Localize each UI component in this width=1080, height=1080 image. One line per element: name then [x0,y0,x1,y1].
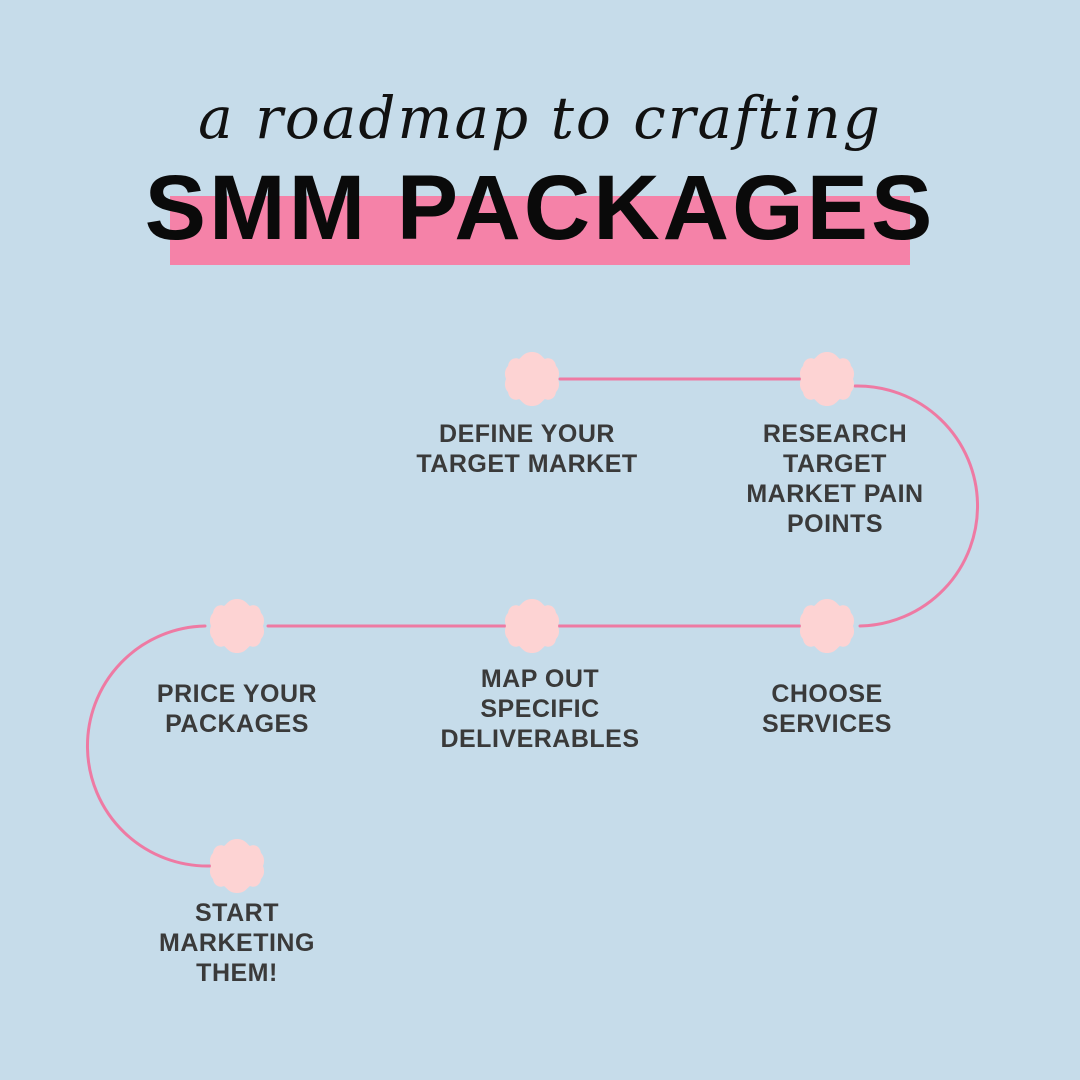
step-1-label: DEFINE YOUR TARGET MARKET [416,420,638,478]
road-curve-left [86,624,212,868]
page-subtitle: a roadmap to crafting [198,84,882,152]
title-highlight-band [170,196,910,265]
step-4-label: MAP OUT SPECIFIC DELIVERABLES [440,665,640,753]
step-3-label: CHOOSE SERVICES [762,680,892,738]
step-1-node-icon [504,352,560,406]
page-title: SMM PACKAGES [144,157,936,259]
road-curve-right [853,384,979,628]
step-3-node-icon [799,599,855,653]
step-5-node-icon [209,599,265,653]
step-4-node-icon [504,599,560,653]
step-2-node-icon [799,352,855,406]
step-6-label: START MARKETING THEM! [159,899,315,987]
step-6-node-icon [209,839,265,893]
step-5-label: PRICE YOUR PACKAGES [156,680,318,738]
step-2-label: RESEARCH TARGET MARKET PAIN POINTS [746,420,924,538]
